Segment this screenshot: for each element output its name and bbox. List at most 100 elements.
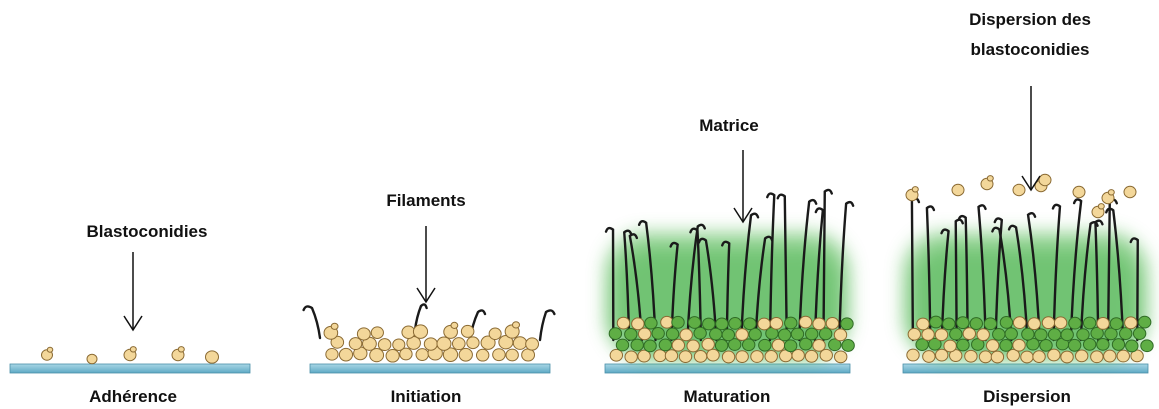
yeast-cell [526,338,539,350]
yeast-cell [944,340,956,352]
yeast-cell [977,329,989,341]
blastoconidia-initiation [324,322,538,362]
yeast-cell [984,318,996,330]
yeast-cell [688,317,700,329]
yeast-cell [1110,318,1122,330]
yeast-cell [386,350,399,363]
yeast-cell [679,351,691,363]
yeast-cell [1097,318,1109,330]
yeast-cell [665,350,677,362]
yeast-cell [751,351,763,363]
yeast-cell [672,339,684,351]
yeast-cell [644,340,656,352]
stage-dispersion: Dispersion des blastoconidies Dispersion [903,10,1153,406]
yeast-cell [652,327,664,339]
yeast-cell [923,351,935,363]
substrate-initiation [310,364,550,373]
blastoconidia-adherence [42,347,219,364]
yeast-cell [950,328,962,340]
yeast-cell [1124,186,1136,197]
blastoconidia-dispersion [907,316,1153,363]
yeast-cell [625,328,637,340]
yeast-cell [1035,329,1047,341]
yeast-cell [702,338,714,350]
yeast-cell [722,351,734,363]
yeast-cell [981,176,993,190]
yeast-cell [1092,204,1104,218]
yeast-cell [505,322,519,338]
yeast-cell [1061,329,1073,341]
yeast-cell [826,317,838,329]
yeast-cell [722,329,734,341]
yeast-cell [413,325,427,338]
yeast-cell [1073,186,1085,197]
stage-initiation: Filaments Initiation [304,191,555,406]
yeast-cell [1068,339,1080,351]
yeast-cell [1042,317,1054,329]
yeast-cell [461,325,474,337]
yeast-cell [1061,351,1073,363]
stage-label-maturation: Maturation [684,387,771,406]
yeast-cell [715,340,727,352]
yeast-cell [632,318,644,330]
yeast-cell [1112,339,1124,351]
yeast-cell [908,328,920,340]
yeast-cell [672,316,684,328]
yeast-cell [1028,318,1040,330]
yeast-cell [813,339,825,351]
yeast-cell [1133,328,1145,340]
yeast-cell [625,351,637,363]
yeast-cell [371,327,383,339]
yeast-cell [736,351,748,363]
yeast-cell [87,354,97,364]
yeast-cell [645,317,657,329]
yeast-cell [680,329,692,341]
yeast-cell [799,316,811,328]
yeast-cell [957,317,969,329]
stage-label-adherence: Adhérence [89,387,177,406]
yeast-cell [42,347,53,360]
yeast-cell [616,339,628,351]
yeast-cell [943,318,955,330]
yeast-cell [513,337,526,350]
yeast-cell [842,340,854,352]
yeast-cell [907,349,919,361]
yeast-cell [1000,340,1012,352]
yeast-cell [841,318,853,330]
yeast-cell [791,328,803,340]
stage-label-initiation: Initiation [391,387,462,406]
yeast-cell [1077,329,1089,341]
yeast-cell [459,348,472,361]
yeast-cell [1040,339,1052,351]
yeast-cell [1048,329,1060,341]
yeast-cell [370,349,384,362]
yeast-cell [694,327,706,339]
yeast-cell [742,339,754,351]
yeast-cell [506,349,518,361]
yeast-cell [991,351,1003,363]
yeast-cell [1022,328,1034,340]
released-blastoconidia [906,174,1136,217]
yeast-cell [1069,317,1081,329]
yeast-cell [805,350,817,362]
yeast-cell [1021,351,1033,363]
annotation-filaments: Filaments [386,191,465,210]
yeast-cell [378,339,391,351]
yeast-cell [1005,328,1017,340]
yeast-cell [979,351,991,363]
annotation-dispersion-line1: Dispersion des [969,10,1091,29]
yeast-cell [970,318,982,330]
yeast-cell [1054,317,1066,329]
yeast-cell [744,318,756,330]
yeast-cell [834,329,846,341]
yeast-cell [661,316,673,328]
yeast-cell [1117,350,1129,362]
yeast-cell [707,349,719,361]
yeast-cell [124,347,136,361]
annotation-blastoconidies: Blastoconidies [87,222,208,241]
annotation-dispersion-line2: blastoconidies [970,40,1089,59]
yeast-cell [617,317,629,329]
yeast-cell [1013,317,1025,329]
yeast-cell [957,339,969,351]
